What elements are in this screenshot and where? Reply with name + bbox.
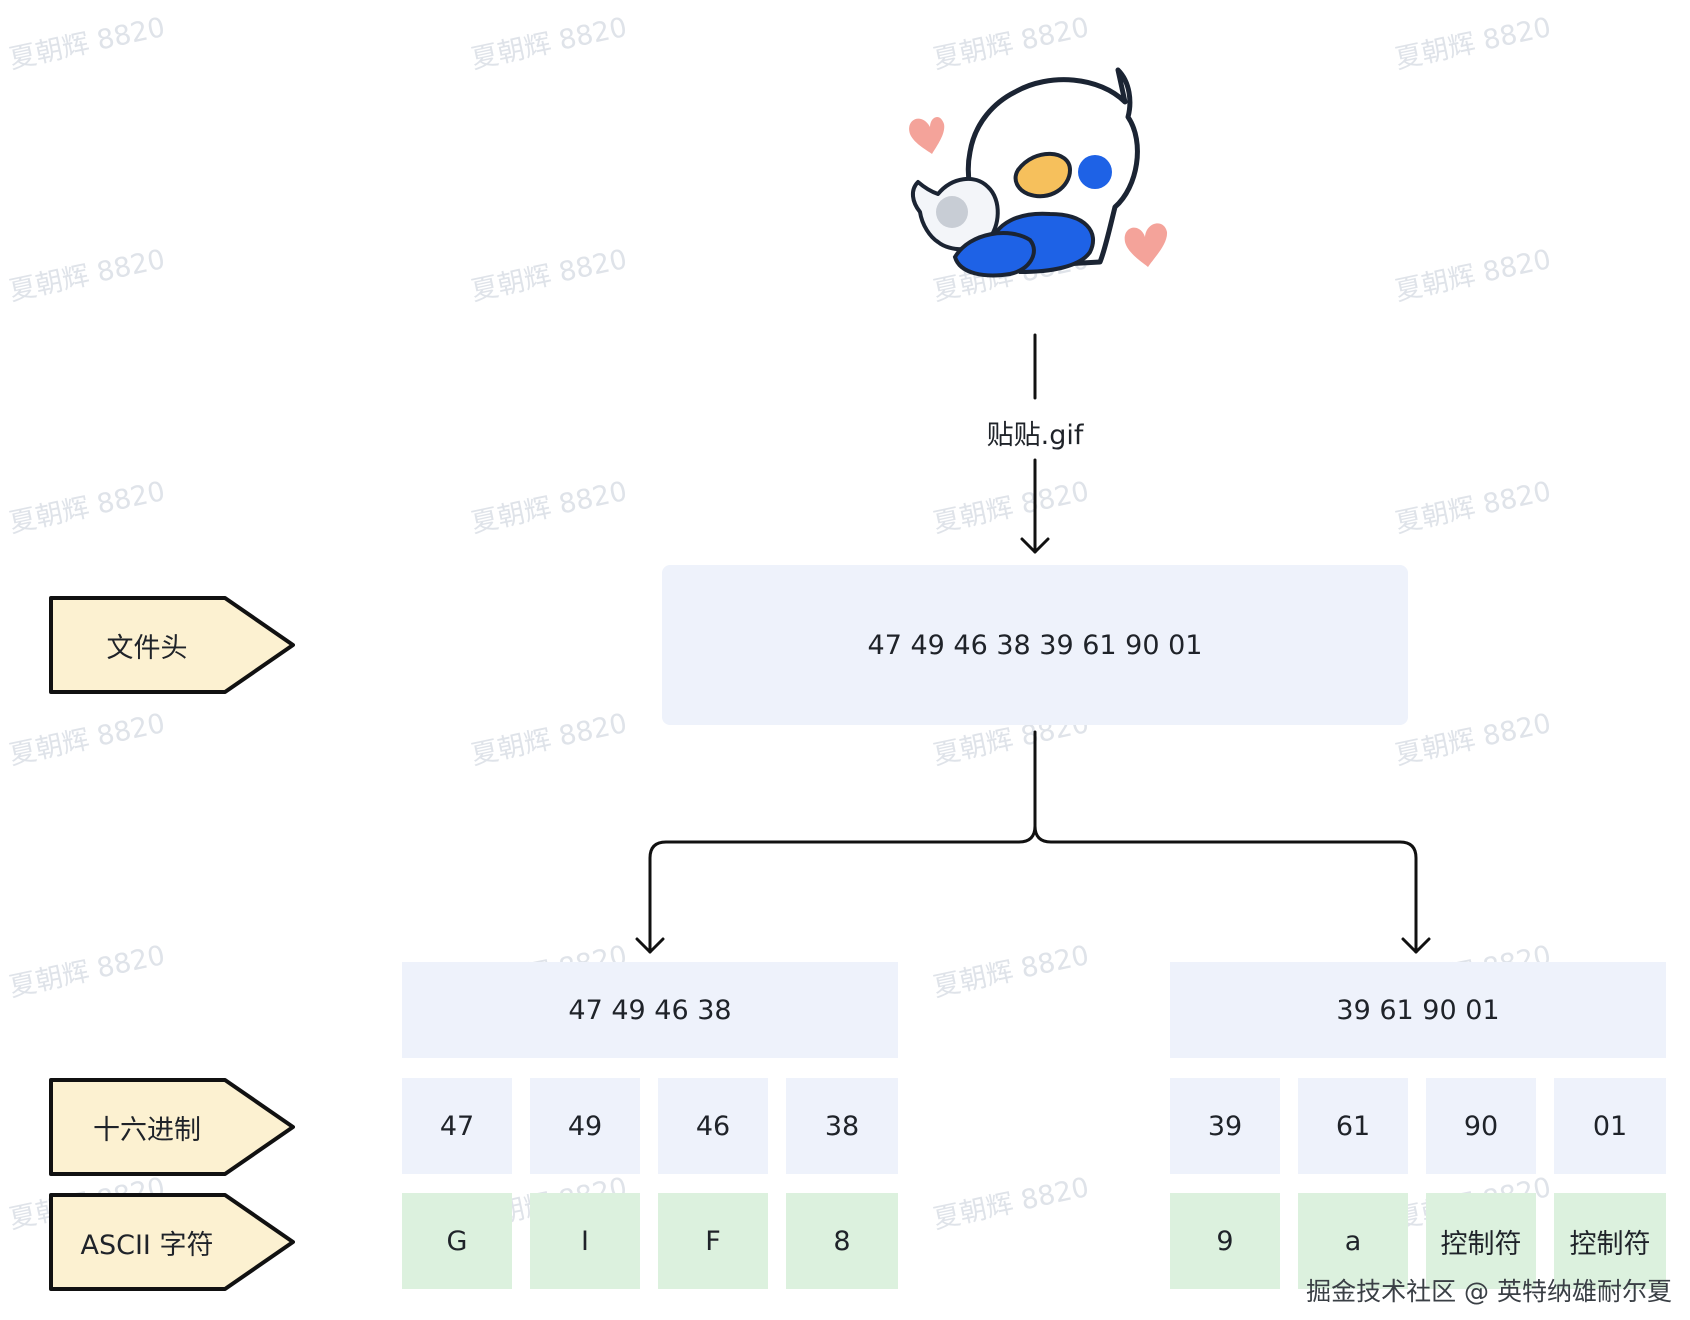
tag-label: ASCII 字符 [80,1229,214,1261]
ascii-char-cell: 控制符 [1426,1193,1536,1289]
small-bird-arm [952,231,1036,278]
big-bird-beak [1013,151,1073,199]
tag-label: 十六进制 [93,1114,201,1146]
tag-pentagon-shape [49,596,295,694]
hex-byte-cell: 46 [658,1078,768,1174]
ascii-char-cell: G [402,1193,512,1289]
small-bird-cheek [936,196,968,228]
branch-left [648,730,1037,954]
ascii-char-cell: 控制符 [1554,1193,1666,1289]
heart-icon [909,116,945,154]
sticker-filename: 贴贴.gif [986,419,1084,451]
hugging-birds-sticker [909,67,1168,278]
hex-byte-cell: 01 [1554,1078,1666,1174]
hex-byte-cell: 61 [1298,1078,1408,1174]
tag-hex: 十六进制 [49,1078,295,1176]
branch-left-arrowhead [635,937,665,954]
hex-byte-cell: 38 [786,1078,898,1174]
header-hex-box: 47 49 46 38 39 61 90 01 [662,565,1408,725]
tag-file-header: 文件头 [49,596,295,694]
sticker-arrowhead [1020,537,1050,554]
ascii-char-cell: 8 [786,1193,898,1289]
right-group-hex-box: 39 61 90 01 [1170,962,1666,1058]
tag-pentagon-shape [49,1078,295,1176]
tag-label: 文件头 [106,632,188,664]
hex-byte-cell: 47 [402,1078,512,1174]
tag-ascii: ASCII 字符 [49,1193,295,1291]
hex-byte-cell: 49 [530,1078,640,1174]
heart-icon [1124,223,1168,267]
big-bird-cheek [1078,155,1112,189]
hex-byte-cell: 39 [1170,1078,1280,1174]
left-group-hex-box: 47 49 46 38 [402,962,898,1058]
ascii-char-cell: 9 [1170,1193,1280,1289]
hex-byte-cell: 90 [1426,1078,1536,1174]
ascii-char-cell: I [530,1193,640,1289]
tag-pentagon-shape [49,1193,295,1291]
ascii-char-cell: a [1298,1193,1408,1289]
ascii-char-cell: F [658,1193,768,1289]
branch-right-arrowhead [1401,937,1431,954]
branch-right [1033,824,1418,954]
footer-credit: 掘金技术社区 @ 英特纳雄耐尔夏 [1306,1277,1672,1306]
